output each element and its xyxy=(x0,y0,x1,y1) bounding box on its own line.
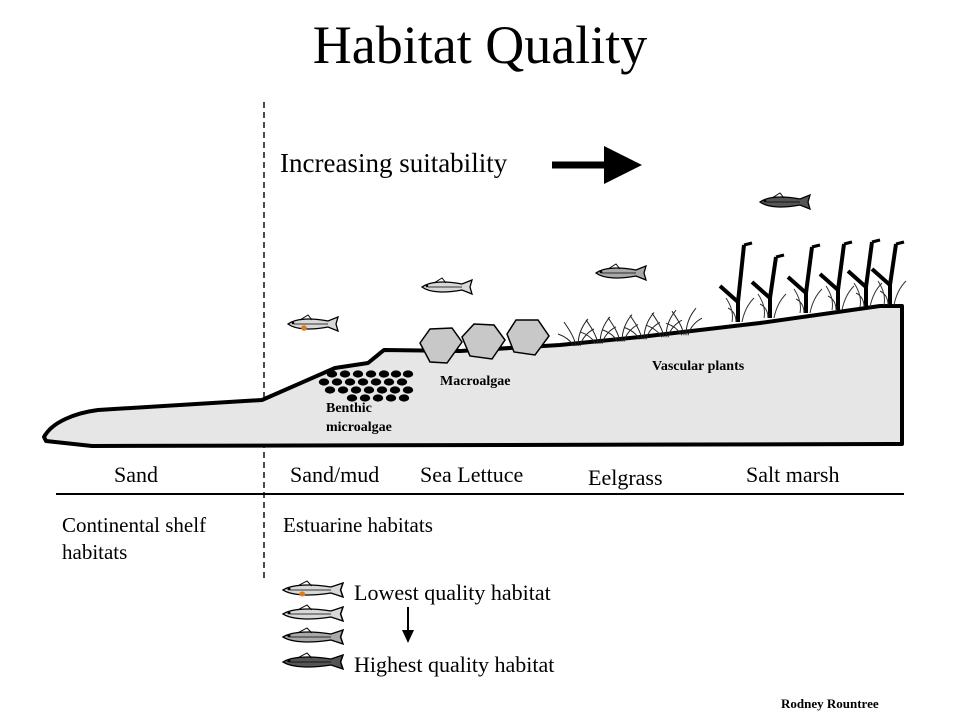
vascular-plants-label: Vascular plants xyxy=(652,359,745,374)
microalgae-dot xyxy=(339,370,351,378)
habitat-label-salt-marsh: Salt marsh xyxy=(746,462,840,487)
suitability-arrow xyxy=(552,146,642,184)
fish-accent-spot xyxy=(301,325,307,331)
author-credit: Rodney Rountree xyxy=(781,696,879,711)
eelgrass-tuft xyxy=(579,316,617,345)
habitat-label-sand: Sand xyxy=(114,462,158,487)
microalgae-dot xyxy=(363,386,375,394)
microalgae-dot xyxy=(398,394,410,402)
microalgae-dot xyxy=(344,378,356,386)
microalgae-dot xyxy=(359,394,371,402)
salt-marsh-plant xyxy=(718,241,755,323)
fish-lowest-quality xyxy=(287,314,339,332)
microalgae-dot xyxy=(352,370,364,378)
microalgae-dot xyxy=(357,378,369,386)
macroalgae-label: Macroalgae xyxy=(440,374,511,389)
microalgae-dot xyxy=(365,370,377,378)
macroalgae-clump xyxy=(506,319,550,356)
microalgae-dot xyxy=(318,378,330,386)
microalgae-dot xyxy=(324,386,336,394)
salt-marsh-plant xyxy=(818,240,855,311)
microalgae-dot xyxy=(383,378,395,386)
microalgae-dot xyxy=(396,378,408,386)
microalgae-dot xyxy=(370,378,382,386)
microalgae-dot xyxy=(385,394,397,402)
habitat-label-sea-lettuce: Sea Lettuce xyxy=(420,462,524,487)
page-title: Habitat Quality xyxy=(312,15,648,75)
seabed-profile xyxy=(42,304,904,448)
macroalgae-clumps xyxy=(419,319,550,364)
eelgrass-plants xyxy=(557,307,703,347)
microalgae-dot xyxy=(402,386,414,394)
legend-fish-mid xyxy=(282,627,344,645)
benthic-microalgae-dots xyxy=(318,370,414,402)
legend-fish-lowest xyxy=(282,580,344,598)
microalgae-dot xyxy=(389,386,401,394)
legend-fish-low xyxy=(282,604,344,622)
salt-marsh-plant xyxy=(870,240,907,306)
macroalgae-clump xyxy=(419,327,463,364)
habitat-label-eelgrass: Eelgrass xyxy=(588,465,663,490)
zone-label-estuarine: Estuarine habitats xyxy=(283,513,433,537)
benthic-microalgae-label: Benthic microalgae xyxy=(326,401,392,435)
suitability-label: Increasing suitability xyxy=(280,148,508,178)
microalgae-dot xyxy=(331,378,343,386)
salt-marsh-plant xyxy=(846,238,883,308)
microalgae-dot xyxy=(390,370,402,378)
fish-low-quality xyxy=(421,277,473,295)
salt-marsh-plant xyxy=(750,253,787,319)
eelgrass-tuft xyxy=(665,307,703,336)
legend-fish-highest xyxy=(282,652,344,670)
eelgrass-tuft xyxy=(645,309,683,338)
macroalgae-clump xyxy=(461,323,506,360)
microalgae-dot xyxy=(378,370,390,378)
habitat-label-sand-mud: Sand/mud xyxy=(290,462,380,487)
fish-highest-quality xyxy=(759,192,811,210)
legend-down-arrow xyxy=(402,607,414,643)
microalgae-dot xyxy=(376,386,388,394)
microalgae-dot xyxy=(402,370,414,378)
legend-lowest-label: Lowest quality habitat xyxy=(354,580,551,605)
legend-highest-label: Highest quality habitat xyxy=(354,652,555,677)
microalgae-dot xyxy=(350,386,362,394)
microalgae-dot xyxy=(326,370,338,378)
salt-marsh-plant xyxy=(786,243,823,314)
microalgae-dot xyxy=(346,394,358,402)
salt-marsh-plants xyxy=(718,238,907,323)
microalgae-dot xyxy=(337,386,349,394)
microalgae-dot xyxy=(372,394,384,402)
zone-label-continental-shelf: Continental shelf habitats xyxy=(62,513,207,565)
fish-mid-quality xyxy=(595,263,647,281)
